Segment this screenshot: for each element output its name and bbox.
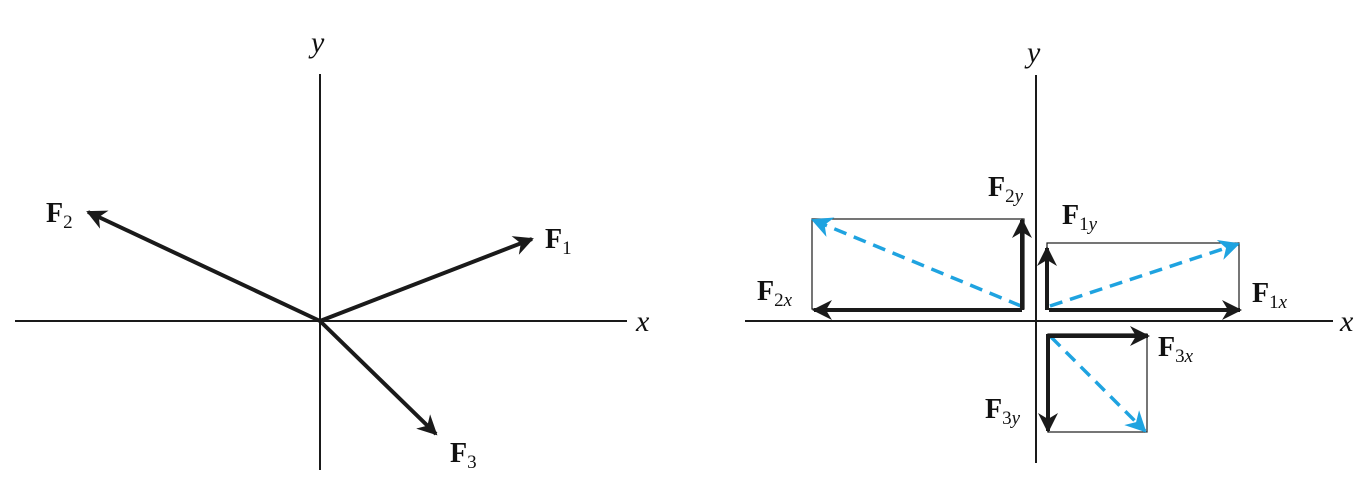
force-vector-f3 <box>318 319 438 436</box>
right-y-axis-label: y <box>1024 36 1041 69</box>
label-f1x: F1x <box>1252 278 1288 313</box>
label-f3: F3 <box>450 438 477 473</box>
label-f2x: F2x <box>757 276 793 311</box>
left-y-axis-label: y <box>308 26 325 59</box>
label-f3x: F3x <box>1158 332 1194 367</box>
right-x-axis-label: x <box>1339 305 1354 338</box>
label-f1y: F1y <box>1062 200 1098 235</box>
right-diagram: x y F1x F1y F2x F2y F3x <box>745 36 1354 463</box>
left-diagram: x y F1 F2 F3 <box>15 26 650 473</box>
label-f2: F2 <box>46 198 73 233</box>
f2-resultant-dashed <box>811 217 1022 308</box>
left-x-axis-label: x <box>635 305 650 338</box>
f3-resultant-dashed <box>1049 335 1147 433</box>
label-f3y: F3y <box>985 394 1021 429</box>
label-f1: F1 <box>545 224 572 259</box>
label-f2y: F2y <box>988 172 1024 207</box>
force-vector-f2 <box>86 210 321 323</box>
force-vector-f1 <box>319 236 534 323</box>
f1-resultant-dashed <box>1049 239 1240 308</box>
